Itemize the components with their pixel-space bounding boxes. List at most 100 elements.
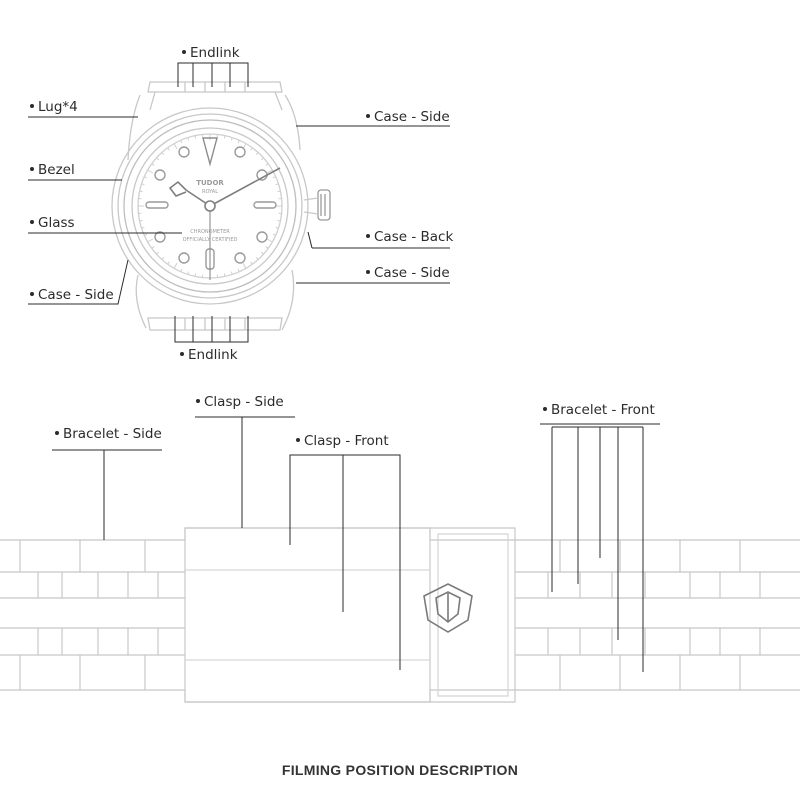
minute-tick bbox=[275, 226, 279, 229]
label-case-back: Case - Back bbox=[366, 229, 453, 245]
label-glass: Glass bbox=[30, 215, 75, 231]
minute-tick bbox=[187, 271, 190, 275]
watch-callouts bbox=[28, 62, 450, 343]
bullet-dot bbox=[296, 438, 300, 442]
minute-tick bbox=[237, 268, 240, 272]
watch-hands bbox=[168, 167, 281, 280]
minute-tick bbox=[272, 233, 276, 236]
minute-tick bbox=[266, 169, 273, 174]
label-endlink-bottom: Endlink bbox=[180, 347, 238, 363]
minute-tick bbox=[265, 246, 269, 249]
label-bracelet-side-text: Bracelet - Side bbox=[63, 426, 162, 442]
label-endlink-bottom-text: Endlink bbox=[188, 347, 238, 363]
minute-tick bbox=[173, 143, 178, 150]
minute-ticks bbox=[138, 134, 282, 278]
minute-tick bbox=[139, 190, 143, 193]
label-bezel: Bezel bbox=[30, 162, 75, 178]
label-glass-text: Glass bbox=[38, 215, 75, 231]
minute-tick bbox=[144, 233, 148, 236]
minute-tick bbox=[194, 273, 197, 277]
minute-tick bbox=[161, 256, 165, 260]
minute-tick bbox=[180, 140, 183, 144]
label-lug: Lug*4 bbox=[30, 99, 78, 115]
minute-tick bbox=[151, 163, 155, 166]
minute-tick bbox=[167, 147, 170, 151]
label-case-side-left: Case - Side bbox=[30, 287, 114, 303]
minute-tick bbox=[141, 183, 145, 186]
bullet-dot bbox=[180, 352, 184, 356]
label-bracelet-front: Bracelet - Front bbox=[543, 402, 655, 418]
minute-tick bbox=[223, 273, 226, 277]
label-case-side-top-right: Case - Side bbox=[366, 109, 450, 125]
minute-tick bbox=[230, 137, 233, 141]
label-case-side-bottom-right: Case - Side bbox=[366, 265, 450, 281]
minute-tick bbox=[230, 271, 233, 275]
label-endlink-top-text: Endlink bbox=[190, 45, 240, 61]
hour-markers bbox=[145, 137, 277, 270]
label-bracelet-side: Bracelet - Side bbox=[55, 426, 162, 442]
minute-tick bbox=[180, 268, 183, 272]
bullet-dot bbox=[196, 399, 200, 403]
label-case-side-top-right-text: Case - Side bbox=[374, 109, 450, 125]
footer-title: FILMING POSITION DESCRIPTION bbox=[281, 762, 519, 778]
dial-model-text: ROYAL bbox=[202, 189, 218, 195]
dial-line2-text: OFFICIALLY CERTIFIED bbox=[183, 237, 238, 243]
label-case-side-left-text: Case - Side bbox=[38, 287, 114, 303]
bullet-dot bbox=[30, 167, 34, 171]
bullet-dot bbox=[366, 270, 370, 274]
minute-tick bbox=[194, 135, 197, 139]
label-endlink-top: Endlink bbox=[182, 45, 240, 61]
bullet-dot bbox=[366, 114, 370, 118]
bullet-dot bbox=[30, 292, 34, 296]
bullet-dot bbox=[182, 50, 186, 54]
dial-brand-text: TUDOR bbox=[196, 179, 224, 187]
minute-tick bbox=[156, 157, 160, 161]
minute-tick bbox=[250, 261, 253, 265]
dial-print: TUDOR ROYAL CHRONOMETER OFFICIALLY CERTI… bbox=[183, 179, 238, 243]
label-clasp-front-text: Clasp - Front bbox=[304, 433, 389, 449]
minute-tick bbox=[139, 219, 143, 222]
minute-tick bbox=[275, 183, 279, 186]
minute-tick bbox=[161, 152, 165, 156]
label-clasp-side-text: Clasp - Side bbox=[204, 394, 284, 410]
bullet-dot bbox=[30, 104, 34, 108]
tudor-shield-logo bbox=[423, 583, 473, 633]
minute-tick bbox=[156, 251, 160, 255]
bullet-dot bbox=[30, 220, 34, 224]
minute-tick bbox=[266, 238, 273, 243]
minute-tick bbox=[144, 176, 148, 179]
minute-tick bbox=[151, 246, 155, 249]
minute-tick bbox=[242, 262, 247, 269]
minute-tick bbox=[147, 169, 154, 174]
minute-tick bbox=[265, 163, 269, 166]
minute-tick bbox=[167, 261, 170, 265]
bullet-dot bbox=[366, 234, 370, 238]
dial-line1-text: CHRONOMETER bbox=[190, 229, 230, 235]
bracelet-callouts bbox=[52, 416, 660, 672]
label-bezel-text: Bezel bbox=[38, 162, 75, 178]
bracelet-sketch bbox=[0, 527, 800, 703]
bullet-dot bbox=[55, 431, 59, 435]
minute-tick bbox=[173, 262, 178, 269]
minute-tick bbox=[260, 251, 264, 255]
label-bracelet-front-text: Bracelet - Front bbox=[551, 402, 655, 418]
minute-tick bbox=[250, 147, 253, 151]
minute-tick bbox=[272, 176, 276, 179]
watch-sketch bbox=[111, 81, 331, 331]
label-clasp-side: Clasp - Side bbox=[196, 394, 284, 410]
label-lug-text: Lug*4 bbox=[38, 99, 78, 115]
label-case-back-text: Case - Back bbox=[374, 229, 454, 245]
minute-tick bbox=[260, 157, 264, 161]
minute-tick bbox=[237, 140, 240, 144]
minute-tick bbox=[255, 152, 259, 156]
label-case-side-bottom-right-text: Case - Side bbox=[374, 265, 450, 281]
minute-tick bbox=[147, 238, 154, 243]
bullet-dot bbox=[543, 407, 547, 411]
minute-tick bbox=[277, 190, 281, 193]
minute-tick bbox=[187, 137, 190, 141]
label-clasp-front: Clasp - Front bbox=[296, 433, 389, 449]
minute-tick bbox=[277, 219, 281, 222]
minute-tick bbox=[255, 256, 259, 260]
